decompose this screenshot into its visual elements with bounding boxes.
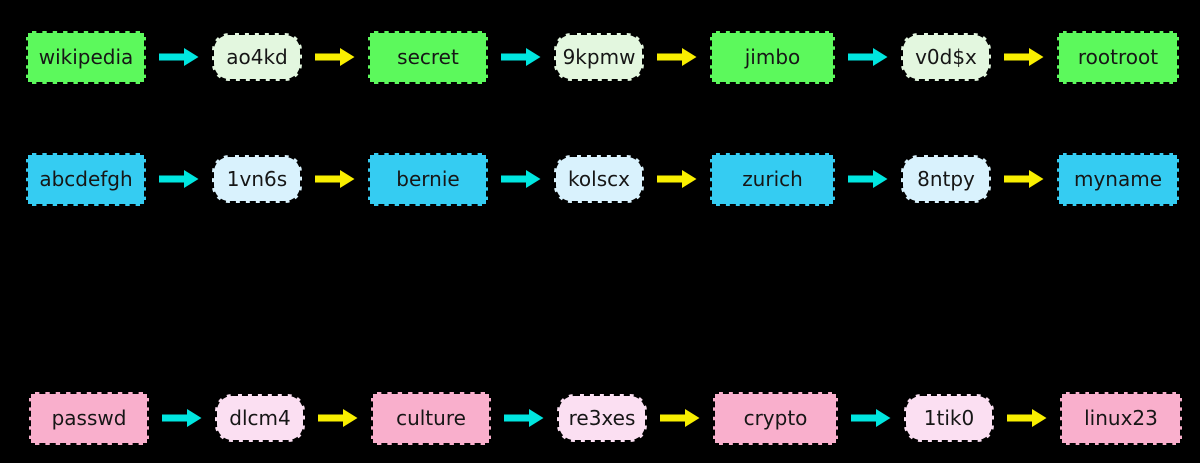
hash-node: 8ntpy bbox=[901, 155, 991, 203]
hash-arrow-icon bbox=[146, 169, 212, 189]
reduce-arrow-icon bbox=[644, 47, 710, 67]
hash-arrow-icon bbox=[838, 408, 904, 428]
plaintext-node: culture bbox=[371, 391, 491, 445]
plaintext-node: passwd bbox=[29, 391, 149, 445]
hash-arrow-icon bbox=[488, 47, 554, 67]
hash-node: 1tik0 bbox=[904, 394, 994, 442]
hash-node: dlcm4 bbox=[215, 394, 305, 442]
reduce-arrow-icon bbox=[991, 169, 1057, 189]
plaintext-node: jimbo bbox=[710, 30, 835, 84]
chain-row-3: passwd dlcm4 culture re3xes crypto 1tik0… bbox=[29, 391, 1182, 445]
plaintext-node: myname bbox=[1057, 152, 1179, 206]
hash-arrow-icon bbox=[488, 169, 554, 189]
plaintext-node: crypto bbox=[713, 391, 838, 445]
reduce-arrow-icon bbox=[302, 47, 368, 67]
hash-arrow-icon bbox=[146, 47, 212, 67]
chain-row-1: wikipedia ao4kd secret 9kpmw jimbo v0d$x… bbox=[26, 30, 1179, 84]
hash-node: kolscx bbox=[554, 155, 644, 203]
reduce-arrow-icon bbox=[994, 408, 1060, 428]
reduce-arrow-icon bbox=[302, 169, 368, 189]
reduce-arrow-icon bbox=[644, 169, 710, 189]
reduce-arrow-icon bbox=[305, 408, 371, 428]
plaintext-node: secret bbox=[368, 30, 488, 84]
plaintext-node: wikipedia bbox=[26, 30, 146, 84]
hash-node: ao4kd bbox=[212, 33, 302, 81]
hash-node: re3xes bbox=[557, 394, 647, 442]
hash-arrow-icon bbox=[835, 169, 901, 189]
plaintext-node: abcdefgh bbox=[26, 152, 146, 206]
plaintext-node: zurich bbox=[710, 152, 835, 206]
hash-node: 9kpmw bbox=[554, 33, 644, 81]
plaintext-node: rootroot bbox=[1057, 30, 1179, 84]
chain-row-2: abcdefgh 1vn6s bernie kolscx zurich 8ntp… bbox=[26, 152, 1179, 206]
hash-node: v0d$x bbox=[901, 33, 991, 81]
hash-arrow-icon bbox=[835, 47, 901, 67]
hash-node: 1vn6s bbox=[212, 155, 302, 203]
reduce-arrow-icon bbox=[991, 47, 1057, 67]
hash-arrow-icon bbox=[491, 408, 557, 428]
plaintext-node: linux23 bbox=[1060, 391, 1182, 445]
plaintext-node: bernie bbox=[368, 152, 488, 206]
reduce-arrow-icon bbox=[647, 408, 713, 428]
hash-arrow-icon bbox=[149, 408, 215, 428]
